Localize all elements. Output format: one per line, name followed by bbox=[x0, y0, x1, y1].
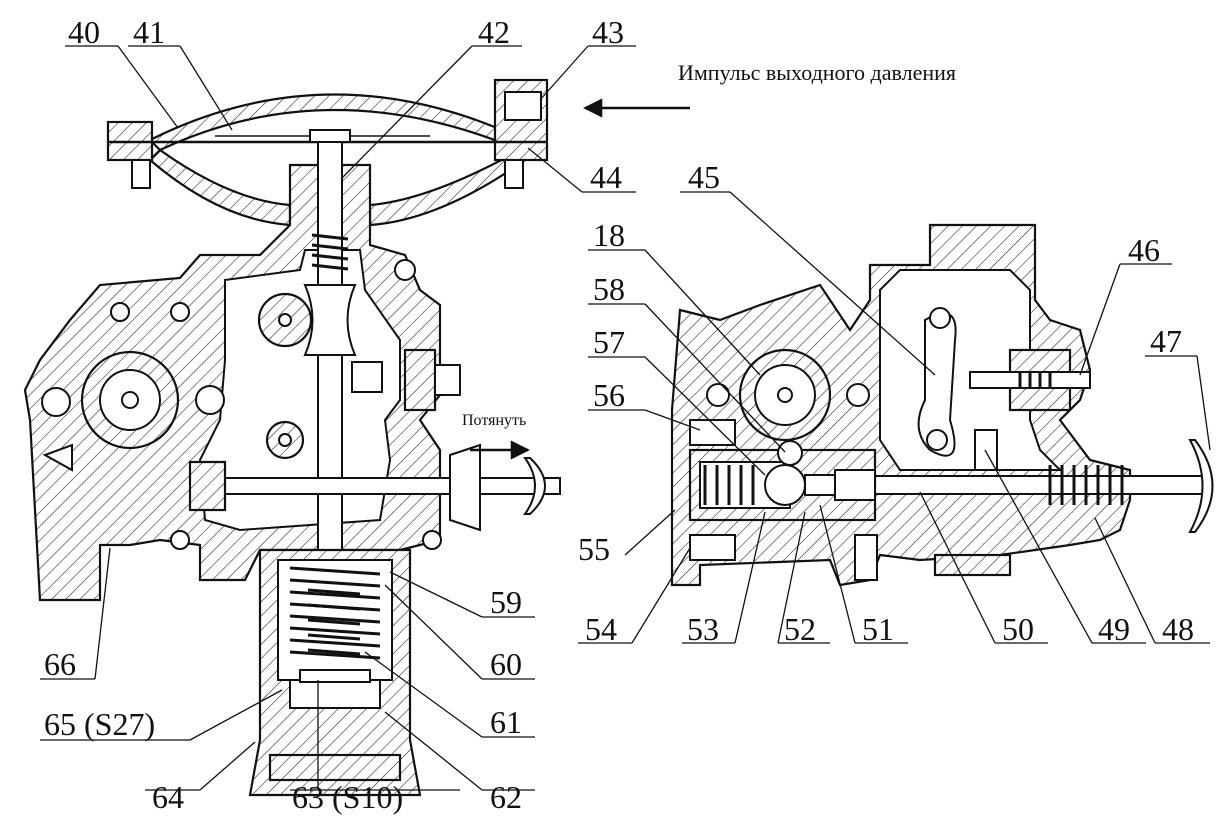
callout-54: 54 bbox=[578, 547, 691, 647]
callout-64: 64 bbox=[145, 741, 256, 815]
right-valve-section bbox=[670, 223, 1214, 587]
callout-49: 49 bbox=[984, 449, 1146, 647]
svg-text:62: 62 bbox=[490, 779, 522, 815]
callout-42: 42 bbox=[341, 14, 522, 179]
svg-text:51: 51 bbox=[862, 611, 894, 647]
callout-66: 66 bbox=[40, 547, 111, 682]
callout-45: 45 bbox=[680, 159, 936, 376]
callout-65: 65 (S27) bbox=[40, 689, 283, 742]
svg-text:40: 40 bbox=[68, 14, 100, 50]
left-regulator-section bbox=[23, 78, 561, 797]
callout-46: 46 bbox=[1079, 232, 1172, 376]
pull-label: Потянуть bbox=[462, 412, 526, 429]
callout-57: 57 bbox=[588, 324, 766, 476]
svg-text:52: 52 bbox=[784, 611, 816, 647]
callout-55: 55 bbox=[578, 509, 676, 567]
pressure-impulse-label: Импульс выходного давления bbox=[678, 60, 956, 85]
svg-text:54: 54 bbox=[585, 611, 617, 647]
svg-text:41: 41 bbox=[133, 14, 165, 50]
svg-text:61: 61 bbox=[490, 704, 522, 740]
svg-text:42: 42 bbox=[478, 14, 510, 50]
svg-text:56: 56 bbox=[593, 377, 625, 413]
callout-18: 18 bbox=[588, 217, 761, 376]
callout-61: 61 bbox=[364, 651, 535, 740]
callout-52: 52 bbox=[777, 511, 830, 647]
callout-63: 63 (S10) bbox=[290, 680, 460, 815]
pull-rod bbox=[209, 477, 561, 495]
callout-44: 44 bbox=[527, 147, 636, 195]
svg-text:53: 53 bbox=[687, 611, 719, 647]
svg-text:18: 18 bbox=[593, 217, 625, 253]
callout-53: 53 bbox=[682, 511, 766, 647]
svg-text:44: 44 bbox=[590, 159, 622, 195]
svg-text:50: 50 bbox=[1002, 611, 1034, 647]
svg-text:47: 47 bbox=[1150, 323, 1182, 359]
callout-59: 59 bbox=[389, 571, 535, 620]
callout-40: 40 bbox=[65, 14, 179, 129]
svg-text:49: 49 bbox=[1098, 611, 1130, 647]
svg-text:46: 46 bbox=[1128, 232, 1160, 268]
callout-43: 43 bbox=[539, 14, 636, 101]
svg-text:60: 60 bbox=[490, 646, 522, 682]
svg-text:58: 58 bbox=[593, 271, 625, 307]
svg-text:65 (S27): 65 (S27) bbox=[44, 706, 155, 742]
callout-47: 47 bbox=[1145, 323, 1211, 451]
svg-text:64: 64 bbox=[152, 779, 184, 815]
svg-text:43: 43 bbox=[592, 14, 624, 50]
svg-text:66: 66 bbox=[44, 646, 76, 682]
valve-rod bbox=[844, 475, 1206, 495]
svg-text:45: 45 bbox=[688, 159, 720, 195]
callout-51: 51 bbox=[819, 504, 908, 647]
callout-62: 62 bbox=[384, 711, 535, 815]
callout-41: 41 bbox=[128, 14, 233, 131]
callout-58: 58 bbox=[588, 271, 786, 453]
svg-text:59: 59 bbox=[490, 584, 522, 620]
svg-text:63 (S10): 63 (S10) bbox=[292, 779, 403, 815]
callout-50: 50 bbox=[919, 491, 1048, 647]
callout-48: 48 bbox=[1094, 517, 1210, 647]
svg-text:48: 48 bbox=[1162, 611, 1194, 647]
callout-60: 60 bbox=[384, 584, 535, 682]
callout-56: 56 bbox=[588, 377, 701, 431]
svg-text:57: 57 bbox=[593, 324, 625, 360]
check-ball bbox=[764, 464, 806, 506]
svg-text:55: 55 bbox=[578, 531, 610, 567]
